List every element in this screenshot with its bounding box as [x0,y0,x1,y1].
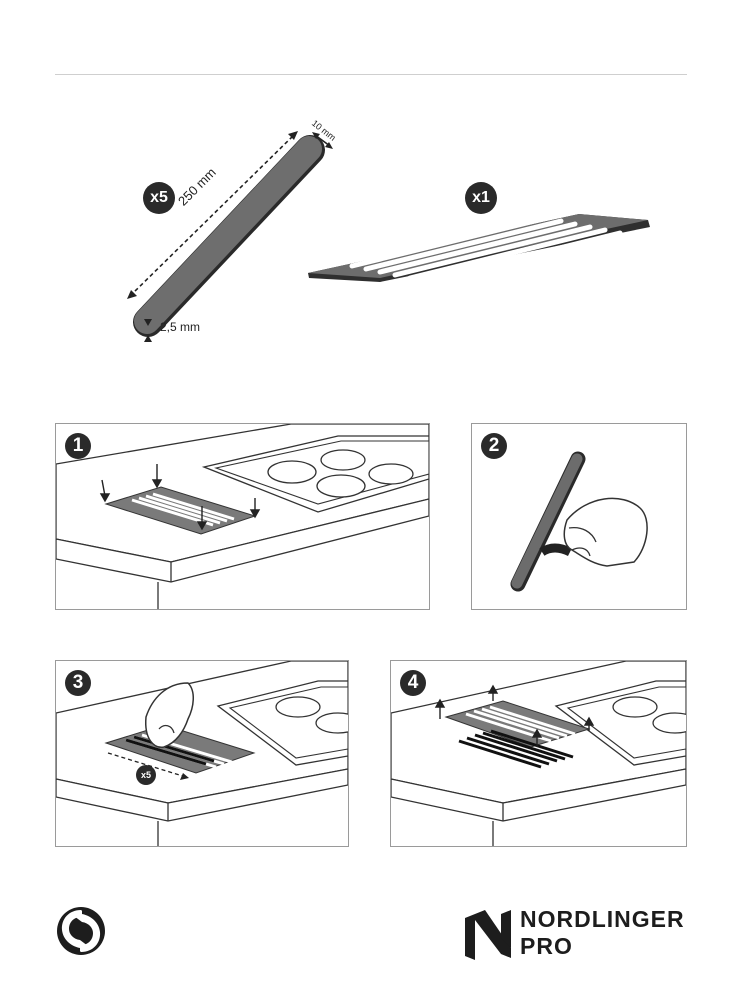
strip-thickness-label: 2,5 mm [160,320,201,334]
step-2-number: 2 [481,433,507,459]
peeling-strip [510,451,586,592]
step-1-number: 1 [65,433,91,459]
template-count-badge: x1 [465,182,497,214]
step-2-panel: 2 [471,423,687,610]
brand-wordmark: NORDLINGER PRO [520,906,685,960]
nordlinger-logo-icon [465,910,511,960]
step-3-number: 3 [65,670,91,696]
installation-template [308,214,650,284]
green-dot-recycling-icon [57,907,105,955]
step-4-number: 4 [400,670,426,696]
top-divider [55,74,687,75]
pressing-hand-icon [145,682,194,748]
step-3-panel: 3 x5 [55,660,349,847]
hand-icon [563,497,648,567]
strip-count-badge: x5 [143,182,175,214]
step-4-panel: 4 [390,660,687,847]
brand-line: PRO [520,933,573,959]
parts-illustration [127,131,650,342]
adhesive-strip [133,135,325,337]
step-1-panel: 1 [55,423,430,610]
length-dimension-line [129,133,296,297]
repeat-count-badge: x5 [136,765,156,785]
brand-name: NORDLINGER [520,906,685,932]
